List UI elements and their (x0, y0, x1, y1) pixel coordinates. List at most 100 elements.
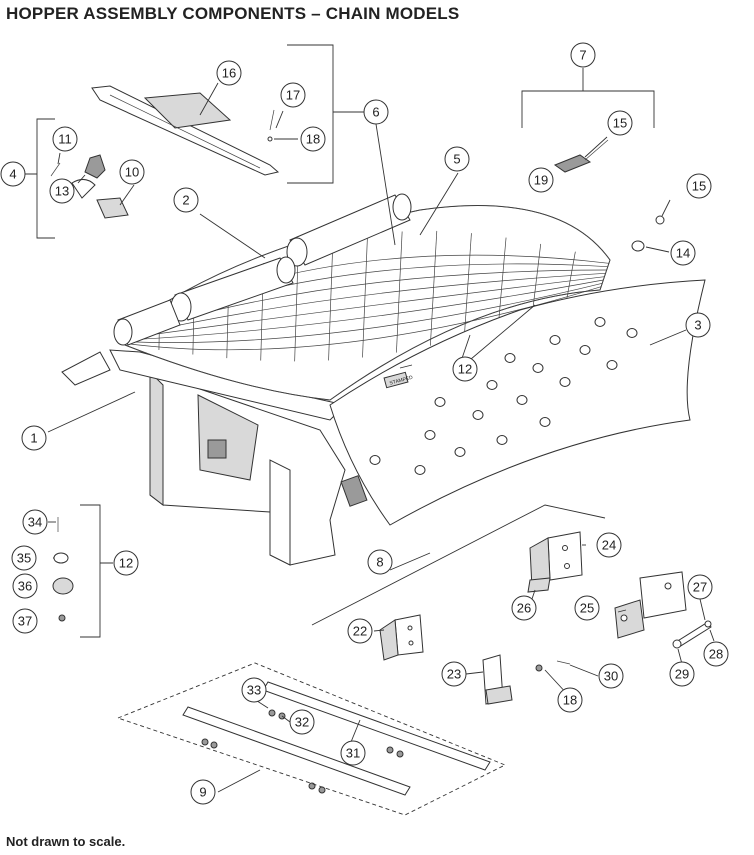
callout-15b: 15 (686, 173, 712, 199)
bracket-22 (379, 614, 424, 661)
bolt-17 (269, 109, 275, 131)
callout-33: 33 (241, 677, 267, 703)
callout-35: 35 (11, 545, 37, 571)
callout-label: 17 (286, 88, 300, 103)
callout-37: 37 (12, 608, 38, 634)
group-7-bracket (521, 68, 655, 128)
callout-27: 27 (687, 574, 713, 600)
callout-label: 35 (17, 551, 31, 566)
callout-label: 1 (30, 431, 37, 446)
bar-set (182, 681, 491, 796)
callout-31: 31 (340, 740, 366, 766)
group-8-bracket (311, 504, 606, 626)
callout-13: 13 (49, 178, 75, 204)
callout-label: 15 (613, 116, 627, 131)
callout-label: 33 (247, 683, 261, 698)
callout-label: 12 (458, 362, 472, 377)
callout-label: 31 (346, 746, 360, 761)
callout-label: 25 (580, 601, 594, 616)
callout-label: 18 (563, 693, 577, 708)
callout-label: 19 (534, 173, 548, 188)
callout-label: 15 (692, 179, 706, 194)
callout-label: 3 (694, 318, 701, 333)
washer-14 (631, 240, 645, 252)
group-4-bracket (25, 118, 55, 239)
callout-label: 9 (199, 785, 206, 800)
callout-16: 16 (216, 60, 242, 86)
callout-18a: 18 (300, 126, 326, 152)
callout-32: 32 (289, 709, 315, 735)
knob-15 (655, 215, 665, 225)
callout-label: 13 (55, 184, 69, 199)
callout-26: 26 (511, 595, 537, 621)
callout-label: 12 (119, 556, 133, 571)
callout-7: 7 (570, 42, 596, 68)
deflector-plate: STAMPED (329, 279, 706, 526)
callout-34: 34 (22, 509, 48, 535)
callout-label: 8 (376, 555, 383, 570)
callout-5: 5 (444, 146, 470, 172)
callout-8: 8 (367, 549, 393, 575)
part-26 (527, 577, 551, 593)
nut-18 (267, 136, 273, 142)
nut-37 (58, 614, 66, 622)
callout-label: 4 (9, 167, 16, 182)
callout-label: 16 (222, 66, 236, 81)
callout-23: 23 (441, 661, 467, 687)
group-9-boundary (116, 662, 507, 816)
callout-19: 19 (528, 167, 554, 193)
callout-label: 2 (182, 193, 189, 208)
callout-label: 29 (675, 667, 689, 682)
callout-4: 4 (0, 161, 26, 187)
scale-note: Not drawn to scale. (6, 834, 126, 849)
callout-label: 26 (517, 601, 531, 616)
washer-35 (53, 552, 69, 564)
callout-label: 30 (604, 669, 618, 684)
diagram-title: HOPPER ASSEMBLY COMPONENTS – CHAIN MODEL… (6, 4, 460, 23)
callout-29: 29 (669, 661, 695, 687)
bracket-25 (614, 571, 687, 639)
callout-label: 11 (58, 132, 72, 147)
callout-label: 5 (453, 152, 460, 167)
bracket-16 (91, 85, 280, 176)
callout-24: 24 (596, 532, 622, 558)
hopper-body (61, 349, 346, 566)
callout-9: 9 (190, 779, 216, 805)
callout-18b: 18 (557, 687, 583, 713)
callout-label: 6 (372, 105, 379, 120)
callout-11: 11 (52, 126, 78, 152)
callout-label: 22 (353, 624, 367, 639)
grate-assembly (124, 205, 611, 401)
callout-label: 36 (18, 579, 32, 594)
callout-15a: 15 (607, 110, 633, 136)
callout-3: 3 (685, 312, 711, 338)
callout-17: 17 (280, 82, 306, 108)
callout-1: 1 (21, 425, 47, 451)
callout-14: 14 (670, 240, 696, 266)
callout-label: 32 (295, 715, 309, 730)
callout-12a: 12 (452, 356, 478, 382)
callout-label: 34 (28, 515, 42, 530)
callout-label: 28 (709, 647, 723, 662)
callout-30: 30 (598, 663, 624, 689)
callout-label: 7 (579, 48, 586, 63)
bracket-23 (482, 654, 513, 705)
nut-18b (535, 664, 543, 672)
callout-label: 37 (18, 614, 32, 629)
parts-group-4 (50, 154, 129, 219)
callout-10: 10 (119, 159, 145, 185)
cap-36 (52, 577, 74, 595)
clip-30 (556, 660, 571, 665)
callout-label: 10 (125, 165, 139, 180)
callout-label: 14 (676, 246, 690, 261)
callout-label: 18 (306, 132, 320, 147)
callout-36: 36 (12, 573, 38, 599)
callout-22: 22 (347, 618, 373, 644)
callout-6: 6 (363, 99, 389, 125)
latch-19 (553, 154, 592, 173)
callout-label: 23 (447, 667, 461, 682)
group-6-bracket (287, 44, 365, 184)
callout-label: 27 (693, 580, 707, 595)
callout-2: 2 (173, 187, 199, 213)
